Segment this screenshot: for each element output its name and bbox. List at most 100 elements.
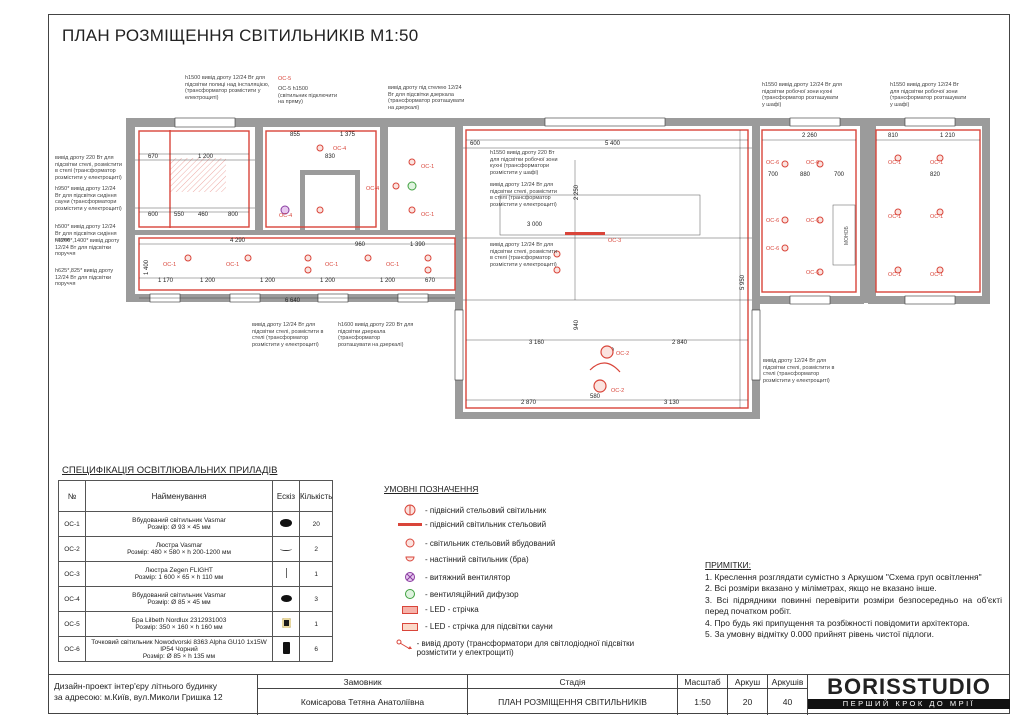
svg-text:ОС-6: ОС-6 xyxy=(806,160,819,166)
legend-item: - настінний світильник (бра) xyxy=(395,554,529,564)
svg-text:1 170: 1 170 xyxy=(158,278,174,284)
recessed-light-icon xyxy=(280,519,292,527)
legend-item: - підвісний світильник стельовий xyxy=(395,520,546,529)
callout: h1550 вивід дроту 220 Вт для підсвітки р… xyxy=(490,150,558,176)
legend-item: - витяжний вентилятор xyxy=(395,571,510,583)
svg-text:5 400: 5 400 xyxy=(605,141,621,147)
svg-text:1 210: 1 210 xyxy=(940,133,956,139)
svg-text:2 250: 2 250 xyxy=(574,184,580,200)
svg-text:ОС-1: ОС-1 xyxy=(888,272,901,278)
wall-lamp-icon xyxy=(281,618,291,628)
sheet-frame xyxy=(48,14,1010,714)
svg-text:3 000: 3 000 xyxy=(527,222,543,228)
svg-text:1 390: 1 390 xyxy=(410,242,426,248)
callout: h1550 вивід дроту 12/24 Вт для підсвітки… xyxy=(762,82,842,108)
svg-text:ОС-1: ОС-1 xyxy=(163,262,176,268)
callout: h950* вивід дроту 12/24 Вт для підсвітки… xyxy=(55,186,122,212)
svg-text:ОС-2: ОС-2 xyxy=(611,388,624,394)
svg-text:3 160: 3 160 xyxy=(529,340,545,346)
legend-item: - вентиляційний дифузор xyxy=(395,588,519,600)
table-row: ОС-6 Точковий світильник Nowodvorski 836… xyxy=(58,636,334,662)
svg-text:ОС-1: ОС-1 xyxy=(930,214,943,220)
svg-text:4 290: 4 290 xyxy=(230,238,246,244)
svg-text:600: 600 xyxy=(470,141,481,147)
pendant-lamp-icon xyxy=(280,547,292,551)
svg-text:ОС-4: ОС-4 xyxy=(333,146,346,152)
svg-text:1 200: 1 200 xyxy=(320,278,336,284)
svg-text:460: 460 xyxy=(198,212,209,218)
svg-text:ОС-1: ОС-1 xyxy=(325,262,338,268)
svg-text:550: 550 xyxy=(174,212,185,218)
callout: h500* вивід дроту 12/24 Вт для підсвітки… xyxy=(55,224,117,243)
svg-text:800: 800 xyxy=(228,212,239,218)
svg-text:ОС-2: ОС-2 xyxy=(616,351,629,357)
svg-text:960: 960 xyxy=(355,242,366,248)
svg-text:700: 700 xyxy=(768,172,779,178)
svg-text:600: 600 xyxy=(148,212,159,218)
svg-text:ОС-1: ОС-1 xyxy=(421,164,434,170)
legend-item: - LED - стрічка xyxy=(395,605,479,614)
svg-text:2 870: 2 870 xyxy=(521,400,537,406)
svg-text:3 130: 3 130 xyxy=(664,400,680,406)
spec-title: СПЕЦИФІКАЦІЯ ОСВІТЛЮВАЛЬНИХ ПРИЛАДІВ xyxy=(62,465,278,476)
notes: ПРИМІТКИ: 1. Креслення розглядати суміст… xyxy=(705,560,1002,639)
fan-icon xyxy=(405,572,415,582)
callout: h625*,825* вивід дроту 12/24 Вт для підс… xyxy=(55,268,114,287)
svg-text:1 200: 1 200 xyxy=(198,154,214,160)
callout: h1600 вивід дроту 220 Вт для підсвітки д… xyxy=(338,322,414,348)
svg-text:1 200: 1 200 xyxy=(260,278,276,284)
title-block: Дизайн-проект інтер'єру літнього будинку… xyxy=(48,674,1010,715)
svg-text:ОС-1: ОС-1 xyxy=(930,272,943,278)
callout: вивід дроту 12/24 Вт для підсвітки стелі… xyxy=(252,322,324,348)
spot-light-icon xyxy=(282,642,290,654)
led-strip-icon xyxy=(402,605,418,614)
svg-text:6 640: 6 640 xyxy=(285,298,301,304)
recessed-light-icon xyxy=(280,594,292,602)
svg-text:580: 580 xyxy=(590,394,601,400)
svg-text:ОС-3: ОС-3 xyxy=(608,238,621,244)
page-title: ПЛАН РОЗМІЩЕННЯ СВІТИЛЬНИКІВ М1:50 xyxy=(62,26,419,45)
callout: вивід дроту під стелею 12/24 Вт для підс… xyxy=(388,85,465,111)
callout: h1500 вивід дроту 12/24 Вт для підсвітки… xyxy=(185,75,270,101)
svg-text:ОС-6: ОС-6 xyxy=(806,218,819,224)
svg-text:880: 880 xyxy=(800,172,811,178)
callout: вивід дроту 12/24 Вт для підсвітки стелі… xyxy=(763,358,835,384)
sauna-bench xyxy=(170,158,226,192)
legend-item: - світильник стельовий вбудований xyxy=(395,537,555,549)
recessed-light-icon xyxy=(405,538,415,548)
callout: вивід дроту 12/24 Вт для підсвітки стелі… xyxy=(490,242,557,268)
svg-text:1 400: 1 400 xyxy=(144,259,150,275)
legend-item: - вивід дроту (трансформатори для світло… xyxy=(395,639,645,657)
svg-text:ОС-6: ОС-6 xyxy=(766,246,779,252)
legend-item: - LED - стрічка для підсвітки сауни xyxy=(395,622,553,631)
svg-text:820: 820 xyxy=(930,172,941,178)
wall-light-icon xyxy=(405,556,415,562)
diffuser-icon xyxy=(405,589,415,599)
svg-text:810: 810 xyxy=(888,133,899,139)
svg-text:670: 670 xyxy=(425,278,436,284)
linear-lamp-icon xyxy=(285,568,287,578)
svg-text:2 840: 2 840 xyxy=(672,340,688,346)
svg-text:ОС-6: ОС-6 xyxy=(766,160,779,166)
callout: ОС-5 h1500 (світильник підключити на пря… xyxy=(278,86,338,105)
svg-text:ОС-6: ОС-6 xyxy=(806,270,819,276)
svg-text:2 260: 2 260 xyxy=(802,133,818,139)
legend-title: УМОВНІ ПОЗНАЧЕННЯ xyxy=(384,484,479,494)
callout: вивід дроту 220 Вт для підсвітки стелі, … xyxy=(55,155,122,181)
svg-text:ОС-1: ОС-1 xyxy=(930,160,943,166)
spec-table: № Найменування Ескіз Кількість ОС-1 Вбуд… xyxy=(58,480,334,662)
callout: h1200*,1400* вивід дроту 12/24 Вт для пі… xyxy=(55,238,120,257)
svg-text:ОС-5: ОС-5 xyxy=(278,76,291,82)
pendant-light-icon xyxy=(404,504,416,516)
svg-text:1 200: 1 200 xyxy=(200,278,216,284)
svg-text:ОС-1: ОС-1 xyxy=(421,212,434,218)
svg-text:ОС-1: ОС-1 xyxy=(888,160,901,166)
callout: вивід дроту 12/24 Вт для підсвітки стелі… xyxy=(490,182,557,208)
svg-text:830: 830 xyxy=(325,154,336,160)
